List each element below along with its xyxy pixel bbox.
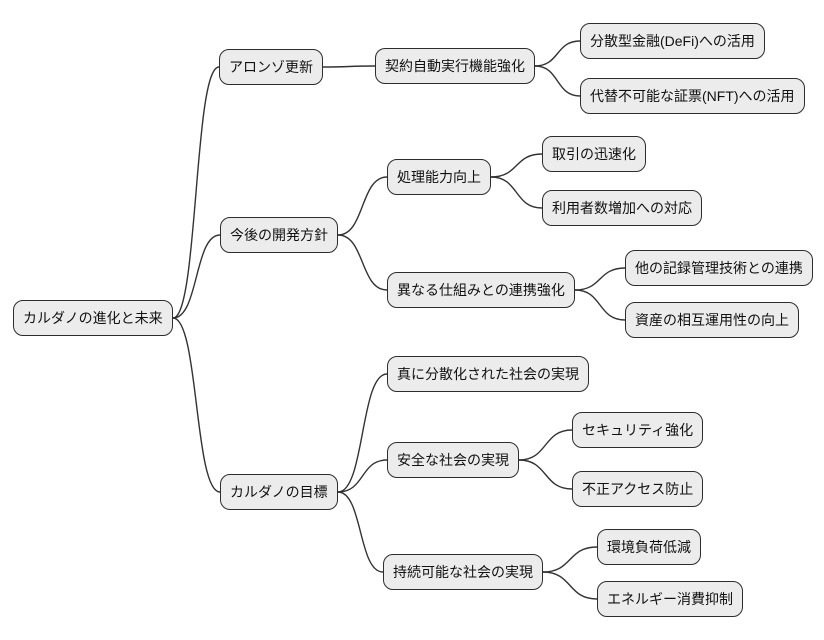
node-anti-fraud: 不正アクセス防止 (572, 471, 704, 507)
node-goals: カルダノの目標 (220, 474, 338, 510)
edge-goals-to-sustainable-society (337, 491, 384, 573)
node-user-growth: 利用者数増加への対応 (542, 190, 702, 226)
node-decentralized-society: 真に分散化された社会の実現 (387, 356, 589, 392)
edge-throughput-to-user-growth (490, 176, 543, 209)
node-ledger-link: 他の記録管理技術との連携 (625, 250, 813, 286)
edge-secure-society-to-anti-fraud (518, 459, 573, 490)
edge-smart-contract-to-defi (534, 40, 581, 67)
edge-root-to-dev-policy (172, 234, 221, 319)
node-defi: 分散型金融(DeFi)への活用 (580, 23, 765, 59)
node-security-boost: セキュリティ強化 (572, 412, 704, 448)
edge-alonzo-update-to-smart-contract (322, 65, 376, 68)
node-env-load: 環境負荷低減 (597, 529, 701, 565)
edge-interop-to-ledger-link (574, 267, 626, 291)
edge-goals-to-decentralized-society (337, 373, 388, 493)
edge-root-to-goals (172, 317, 221, 493)
node-nft: 代替不可能な証票(NFT)への活用 (580, 78, 805, 114)
edge-dev-policy-to-throughput (337, 176, 388, 236)
edge-sustainable-society-to-energy-saving (542, 571, 598, 600)
edge-interop-to-asset-interop (574, 289, 626, 321)
node-alonzo-update: アロンゾ更新 (219, 49, 323, 85)
edge-dev-policy-to-interop (337, 234, 388, 291)
node-asset-interop: 資産の相互運用性の向上 (625, 302, 799, 338)
node-interop: 異なる仕組みとの連携強化 (387, 272, 575, 308)
edge-goals-to-secure-society (337, 459, 388, 493)
edge-throughput-to-fast-tx (490, 153, 543, 178)
node-fast-tx: 取引の迅速化 (542, 136, 646, 172)
node-throughput: 処理能力向上 (387, 159, 491, 195)
node-smart-contract: 契約自動実行機能強化 (375, 48, 535, 84)
edge-sustainable-society-to-env-load (542, 546, 598, 573)
edge-secure-society-to-security-boost (518, 429, 573, 461)
node-secure-society: 安全な社会の実現 (387, 442, 519, 478)
node-root: カルダノの進化と未来 (13, 300, 173, 336)
edge-smart-contract-to-nft (534, 65, 581, 97)
node-dev-policy: 今後の開発方針 (220, 217, 338, 253)
edge-root-to-alonzo-update (172, 66, 220, 319)
node-sustainable-society: 持続可能な社会の実現 (383, 554, 543, 590)
node-energy-saving: エネルギー消費抑制 (597, 581, 743, 617)
